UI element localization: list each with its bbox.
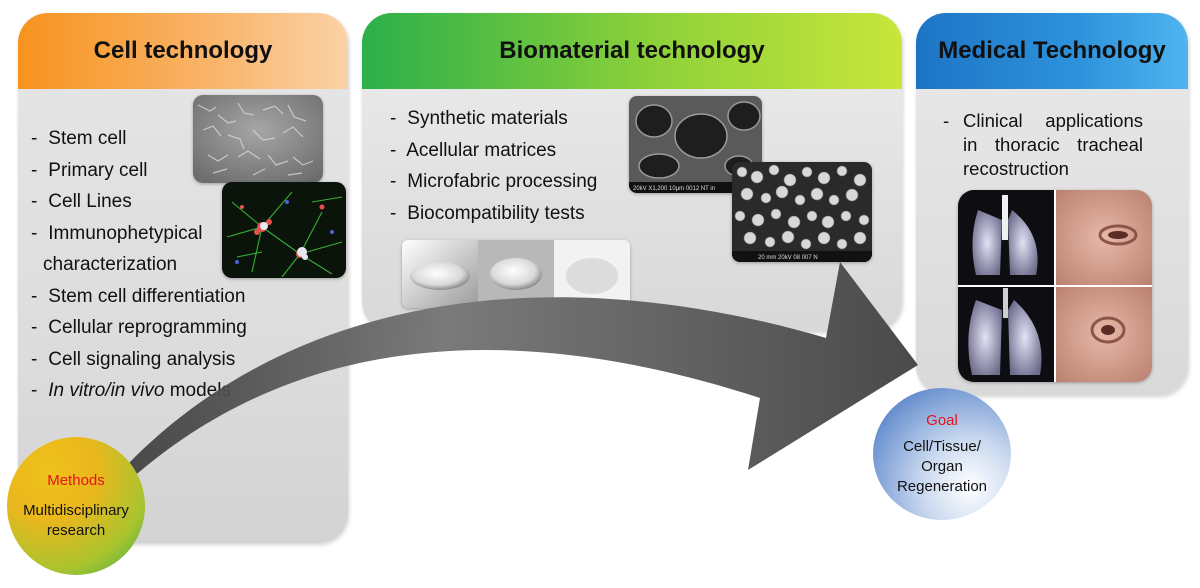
methods-description: Multidisciplinary research: [23, 501, 129, 539]
list-item: - Microfabric processing: [390, 171, 598, 192]
sem-caption-2: 20 mm 20kV 08 007 N: [758, 255, 818, 261]
fluorescent-cell-image: [222, 182, 346, 278]
cell-technology-body: - Stem cell - Primary cell - Cell Lines …: [18, 89, 348, 543]
list-item: - Acellular matrices: [390, 139, 557, 161]
biomaterial-list: - Synthetic materials - Acellular matric…: [390, 103, 597, 229]
cell-culture-phase-image: [193, 95, 323, 183]
methods-label: Methods: [47, 471, 105, 489]
cell-technology-title: Cell technology: [18, 13, 348, 89]
list-item: - Biocompatibility tests: [390, 202, 585, 224]
goal-line-2: Organ: [921, 457, 963, 475]
medical-technology-item: Clinical applications in thoracic trache…: [963, 110, 1143, 179]
biomaterial-technology-title: Biomaterial technology: [362, 13, 902, 89]
goal-line-1: Cell/Tissue/: [903, 437, 981, 455]
sem-microspheres-image: 20 mm 20kV 08 007 N: [732, 162, 872, 262]
goal-circle: Goal Cell/Tissue/ Organ Regeneration: [873, 388, 1011, 520]
medical-technology-text: - Clinical applications in thoracic trac…: [943, 110, 1143, 179]
goal-label: Goal: [926, 411, 958, 429]
list-item: - Stem cell: [31, 128, 127, 149]
medical-technology-title: Medical Technology: [916, 13, 1188, 89]
list-item: - Immunophetypical: [31, 222, 203, 244]
list-item: - Stem cell differentiation: [31, 285, 246, 307]
cell-technology-list: - Stem cell - Primary cell - Cell Lines …: [31, 123, 247, 407]
list-item: - Synthetic materials: [390, 108, 568, 129]
list-item: characterization: [43, 254, 178, 275]
implant-discs-image: [402, 240, 630, 308]
list-item: - Cellular reprogramming: [31, 317, 247, 338]
list-item: - Cell Lines: [31, 191, 132, 212]
list-item: - Primary cell: [31, 159, 148, 181]
list-item: - Cell signaling analysis: [31, 348, 236, 370]
cell-technology-panel: Cell technology - Stem cell - Primary ce…: [18, 13, 348, 543]
ct-scan-composite-image: [958, 190, 1152, 382]
goal-line-3: Regeneration: [896, 477, 988, 495]
sem-caption-1: 20kV X1,200 10µm 0012 NT in: [633, 186, 715, 192]
methods-circle: Methods Multidisciplinary research: [7, 437, 145, 575]
